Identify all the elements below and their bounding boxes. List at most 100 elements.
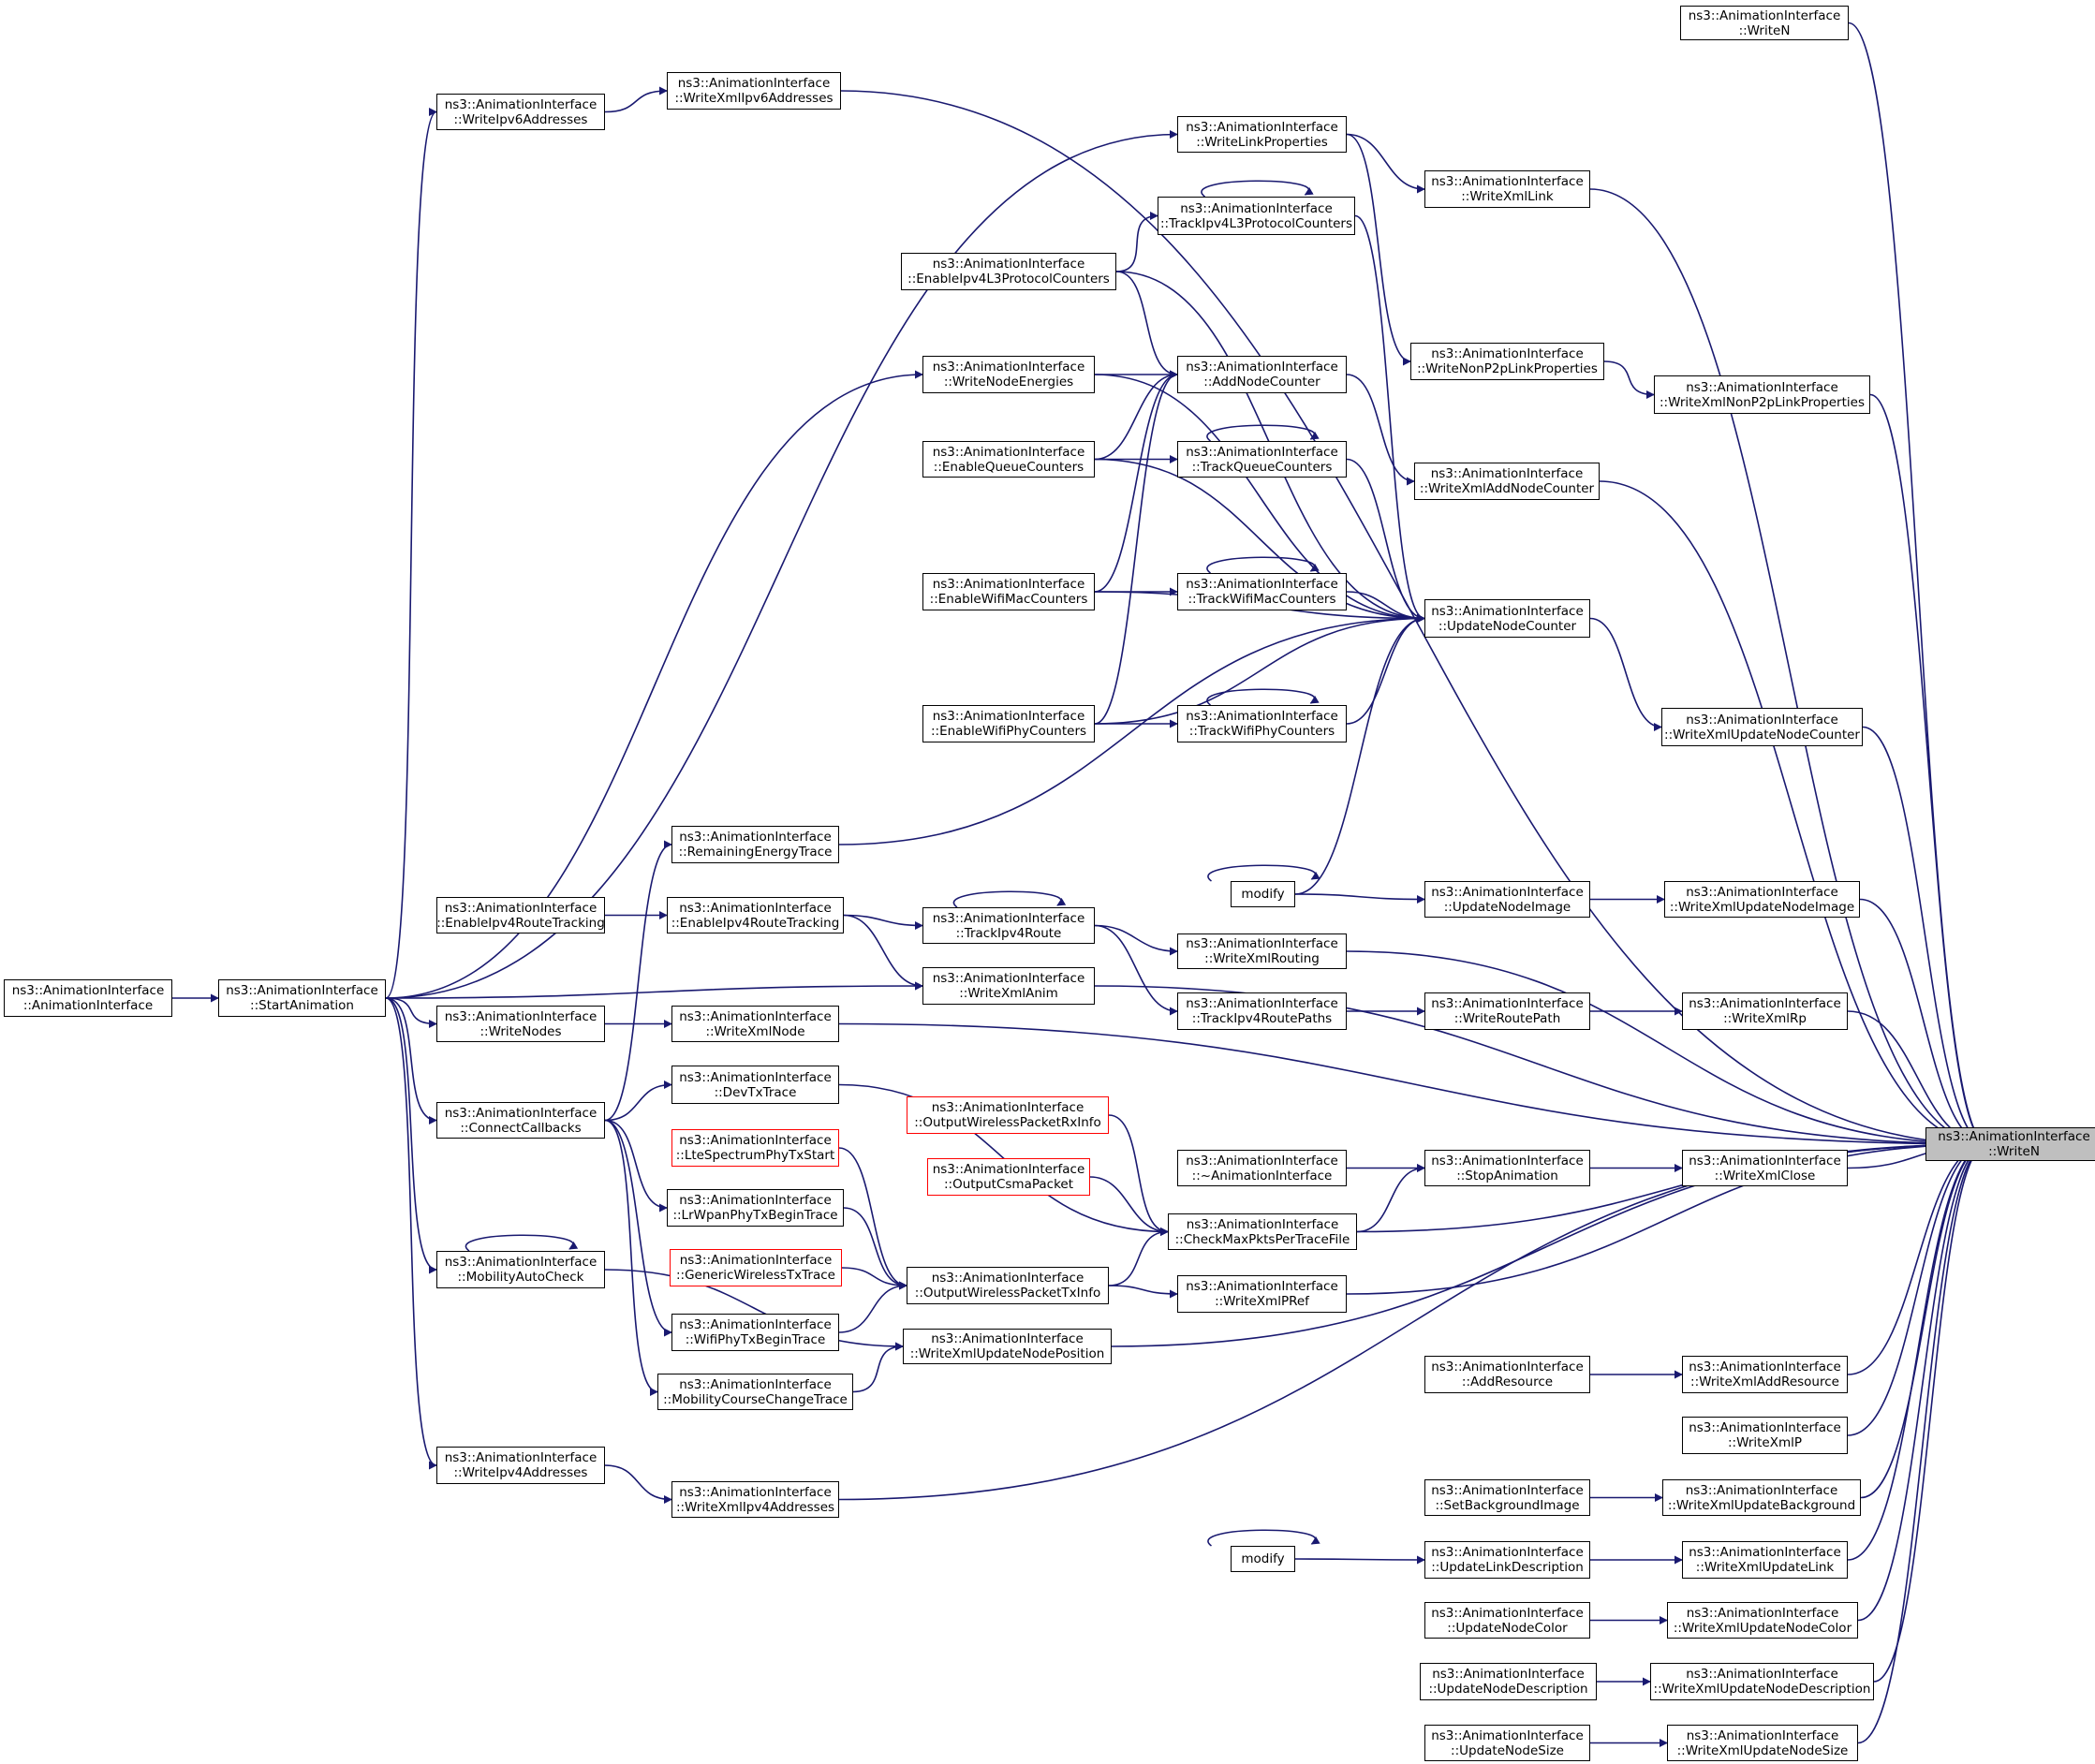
node-write-xml-node[interactable]: ns3::AnimationInterface::WriteXmlNode [671, 1006, 839, 1042]
node-label-line: ::WriteIpv6Addresses [453, 111, 588, 127]
node-enable-queue-counters[interactable]: ns3::AnimationInterface::EnableQueueCoun… [922, 441, 1095, 478]
node-label-line: ::WriteNonP2pLinkProperties [1417, 361, 1598, 376]
node-animation-interface[interactable]: ns3::AnimationInterface::AnimationInterf… [4, 979, 172, 1017]
node-dev-tx-trace[interactable]: ns3::AnimationInterface::DevTxTrace [671, 1066, 839, 1104]
node-modify2[interactable]: modify [1231, 1546, 1295, 1572]
node-write-xml-update-background[interactable]: ns3::AnimationInterface::WriteXmlUpdateB… [1662, 1479, 1861, 1516]
node-write-xml-update-node-position[interactable]: ns3::AnimationInterface::WriteXmlUpdateN… [903, 1329, 1112, 1364]
node-write-link-properties[interactable]: ns3::AnimationInterface::WriteLinkProper… [1177, 116, 1347, 153]
node-label-line: ::WriteXmlP [1727, 1435, 1803, 1450]
node-label-line: ::StopAnimation [1456, 1168, 1558, 1183]
node-label-line: ns3::AnimationInterface [1431, 603, 1584, 619]
node-label-line: ns3::AnimationInterface [1689, 1545, 1841, 1560]
node-write-ipv6-addresses[interactable]: ns3::AnimationInterface::WriteIpv6Addres… [436, 94, 605, 130]
node-write-xml-routing[interactable]: ns3::AnimationInterface::WriteXmlRouting [1177, 933, 1347, 969]
node-label-line: ns3::AnimationInterface [1186, 577, 1338, 592]
node-enable-wifi-mac-counters[interactable]: ns3::AnimationInterface::EnableWifiMacCo… [922, 573, 1095, 610]
node-add-node-counter[interactable]: ns3::AnimationInterface::AddNodeCounter [1177, 356, 1347, 393]
node-destructor[interactable]: ns3::AnimationInterface::~AnimationInter… [1177, 1150, 1347, 1186]
call-edge [385, 997, 437, 1470]
node-write-xml-add-node-counter[interactable]: ns3::AnimationInterface::WriteXmlAddNode… [1414, 463, 1600, 500]
node-remaining-energy-trace[interactable]: ns3::AnimationInterface::RemainingEnergy… [671, 826, 839, 863]
node-write-ipv4-addresses[interactable]: ns3::AnimationInterface::WriteIpv4Addres… [436, 1447, 605, 1484]
node-label-line: ::WriteXmlAddResource [1690, 1374, 1839, 1389]
node-stop-animation[interactable]: ns3::AnimationInterface::StopAnimation [1424, 1150, 1590, 1186]
node-track-ipv4-l3-protocol-counters[interactable]: ns3::AnimationInterface::TrackIpv4L3Prot… [1158, 197, 1355, 235]
node-label-line: ns3::AnimationInterface [444, 1105, 598, 1121]
node-write-xml-update-node-size[interactable]: ns3::AnimationInterface::WriteXmlUpdateN… [1667, 1725, 1858, 1761]
node-label-line: ns3::AnimationInterface [1431, 1605, 1584, 1621]
node-update-node-size[interactable]: ns3::AnimationInterface::UpdateNodeSize [1424, 1725, 1590, 1761]
node-update-node-counter[interactable]: ns3::AnimationInterface::UpdateNodeCount… [1424, 599, 1590, 638]
node-mobility-course-change-trace[interactable]: ns3::AnimationInterface::MobilityCourseC… [657, 1374, 853, 1410]
node-write-route-path[interactable]: ns3::AnimationInterface::WriteRoutePath [1424, 992, 1590, 1030]
node-write-xml-p[interactable]: ns3::AnimationInterface::WriteXmlP [1682, 1417, 1848, 1454]
node-label-line: ns3::AnimationInterface [931, 1271, 1084, 1286]
node-write-xml-update-node-image[interactable]: ns3::AnimationInterface::WriteXmlUpdateN… [1664, 881, 1860, 918]
node-write-non-p2p-link-properties[interactable]: ns3::AnimationInterface::WriteNonP2pLink… [1410, 343, 1604, 380]
node-write-xml-link[interactable]: ns3::AnimationInterface::WriteXmlLink [1424, 170, 1590, 208]
node-label-line: ns3::AnimationInterface [1186, 996, 1338, 1011]
node-track-queue-counters[interactable]: ns3::AnimationInterface::TrackQueueCount… [1177, 441, 1347, 478]
node-lr-wpan-phy-tx-begin-trace[interactable]: ns3::AnimationInterface::LrWpanPhyTxBegi… [667, 1189, 844, 1227]
node-label-line: ns3::AnimationInterface [1686, 712, 1838, 728]
node-generic-wireless-tx-trace[interactable]: ns3::AnimationInterface::GenericWireless… [670, 1249, 842, 1286]
node-output-wireless-packet-tx-info[interactable]: ns3::AnimationInterface::OutputWirelessP… [907, 1267, 1109, 1304]
node-connect-callbacks[interactable]: ns3::AnimationInterface::ConnectCallback… [436, 1102, 605, 1139]
node-write-n[interactable]: ns3::AnimationInterface::WriteN [1925, 1127, 2095, 1161]
node-add-resource[interactable]: ns3::AnimationInterface::AddResource [1424, 1356, 1590, 1393]
node-enable-ipv4-l3-protocol-counters[interactable]: ns3::AnimationInterface::EnableIpv4L3Pro… [901, 253, 1116, 290]
node-enable-ipv4-route-tracking-a[interactable]: ns3::AnimationInterface::EnableIpv4Route… [436, 897, 605, 933]
call-edge [604, 1119, 672, 1337]
node-set-background-image[interactable]: ns3::AnimationInterface::SetBackgroundIm… [1424, 1479, 1590, 1516]
node-write-nodes[interactable]: ns3::AnimationInterface::WriteNodes [436, 1006, 605, 1042]
call-edge [1108, 1227, 1169, 1286]
node-update-node-description[interactable]: ns3::AnimationInterface::UpdateNodeDescr… [1420, 1663, 1597, 1700]
node-enable-ipv4-route-tracking-b[interactable]: ns3::AnimationInterface::EnableIpv4Route… [667, 897, 844, 933]
node-write-xml-update-node-description[interactable]: ns3::AnimationInterface::WriteXmlUpdateN… [1650, 1663, 1874, 1700]
call-edge [1201, 180, 1314, 198]
node-mobility-auto-check[interactable]: ns3::AnimationInterface::MobilityAutoChe… [436, 1251, 605, 1288]
node-write-xml-update-node-color[interactable]: ns3::AnimationInterface::WriteXmlUpdateN… [1667, 1602, 1858, 1639]
node-label-line: ::WriteNodeEnergies [943, 375, 1074, 390]
call-edge [385, 981, 923, 999]
node-track-wifi-phy-counters[interactable]: ns3::AnimationInterface::TrackWifiPhyCou… [1177, 705, 1347, 742]
node-update-node-color[interactable]: ns3::AnimationInterface::UpdateNodeColor [1424, 1602, 1590, 1639]
node-start-animation[interactable]: ns3::AnimationInterface::StartAnimation [218, 979, 386, 1017]
node-write-xml-anim[interactable]: ns3::AnimationInterface::WriteXmlAnim [922, 967, 1095, 1005]
node-write-xml-add-resource[interactable]: ns3::AnimationInterface::WriteXmlAddReso… [1682, 1356, 1848, 1393]
node-write-xml-update-node-counter[interactable]: ns3::AnimationInterface::WriteXmlUpdateN… [1661, 708, 1863, 746]
node-write-xml-pref[interactable]: ns3::AnimationInterface::WriteXmlPRef [1177, 1275, 1347, 1313]
node-update-link-description[interactable]: ns3::AnimationInterface::UpdateLinkDescr… [1424, 1541, 1590, 1579]
node-write-xml-update-link[interactable]: ns3::AnimationInterface::WriteXmlUpdateL… [1682, 1541, 1848, 1579]
node-check-max-pkts-per-trace-file[interactable]: ns3::AnimationInterface::CheckMaxPktsPer… [1168, 1213, 1357, 1250]
node-track-ipv4-route[interactable]: ns3::AnimationInterface::TrackIpv4Route [922, 907, 1095, 944]
node-write-xml-ipv4-addresses[interactable]: ns3::AnimationInterface::WriteXmlIpv4Add… [671, 1481, 839, 1518]
node-write-xml-rp[interactable]: ns3::AnimationInterface::WriteXmlRp [1682, 992, 1848, 1030]
node-label-line: ::WriteXmlLink [1461, 189, 1554, 204]
node-update-node-image[interactable]: ns3::AnimationInterface::UpdateNodeImage [1424, 881, 1590, 918]
node-label-line: ns3::AnimationInterface [1431, 884, 1584, 900]
node-track-ipv4-route-paths[interactable]: ns3::AnimationInterface::TrackIpv4RouteP… [1177, 992, 1347, 1030]
node-label-line: ::OutputWirelessPacketRxInfo [914, 1115, 1101, 1130]
node-write-xml-non-p2p-link-properties[interactable]: ns3::AnimationInterface::WriteXmlNonP2pL… [1654, 375, 1870, 414]
node-label-line: ::UpdateNodeSize [1451, 1742, 1564, 1758]
node-lte-spectrum-phy-tx-start[interactable]: ns3::AnimationInterface::LteSpectrumPhyT… [671, 1129, 839, 1167]
node-track-wifi-mac-counters[interactable]: ns3::AnimationInterface::TrackWifiMacCou… [1177, 573, 1347, 610]
node-write-node-energies[interactable]: ns3::AnimationInterface::WriteNodeEnergi… [922, 356, 1095, 393]
node-label-line: ::LrWpanPhyTxBeginTrace [672, 1208, 838, 1223]
node-write-xml-close[interactable]: ns3::AnimationInterface::WriteXmlClose [1682, 1150, 1848, 1186]
node-label-line: ns3::AnimationInterface [1186, 444, 1338, 460]
node-enable-wifi-phy-counters[interactable]: ns3::AnimationInterface::EnableWifiPhyCo… [922, 705, 1095, 742]
node-output-csma-packet[interactable]: ns3::AnimationInterface::OutputCsmaPacke… [927, 1158, 1090, 1196]
node-wifi-phy-tx-begin-trace[interactable]: ns3::AnimationInterface::WifiPhyTxBeginT… [671, 1314, 839, 1351]
node-label-line: ns3::AnimationInterface [1686, 884, 1838, 900]
node-label-line: ns3::AnimationInterface [1186, 119, 1338, 135]
node-write-xml-ipv6-addresses[interactable]: ns3::AnimationInterface::WriteXmlIpv6Add… [667, 72, 841, 110]
node-modify1[interactable]: modify [1231, 881, 1295, 907]
node-label-line: ns3::AnimationInterface [931, 1331, 1084, 1346]
node-write-n-top[interactable]: ns3::AnimationInterface::WriteN [1680, 6, 1849, 40]
node-output-wireless-packet-rx-info[interactable]: ns3::AnimationInterface::OutputWirelessP… [907, 1096, 1109, 1134]
node-label-line: ns3::AnimationInterface [444, 1008, 598, 1024]
